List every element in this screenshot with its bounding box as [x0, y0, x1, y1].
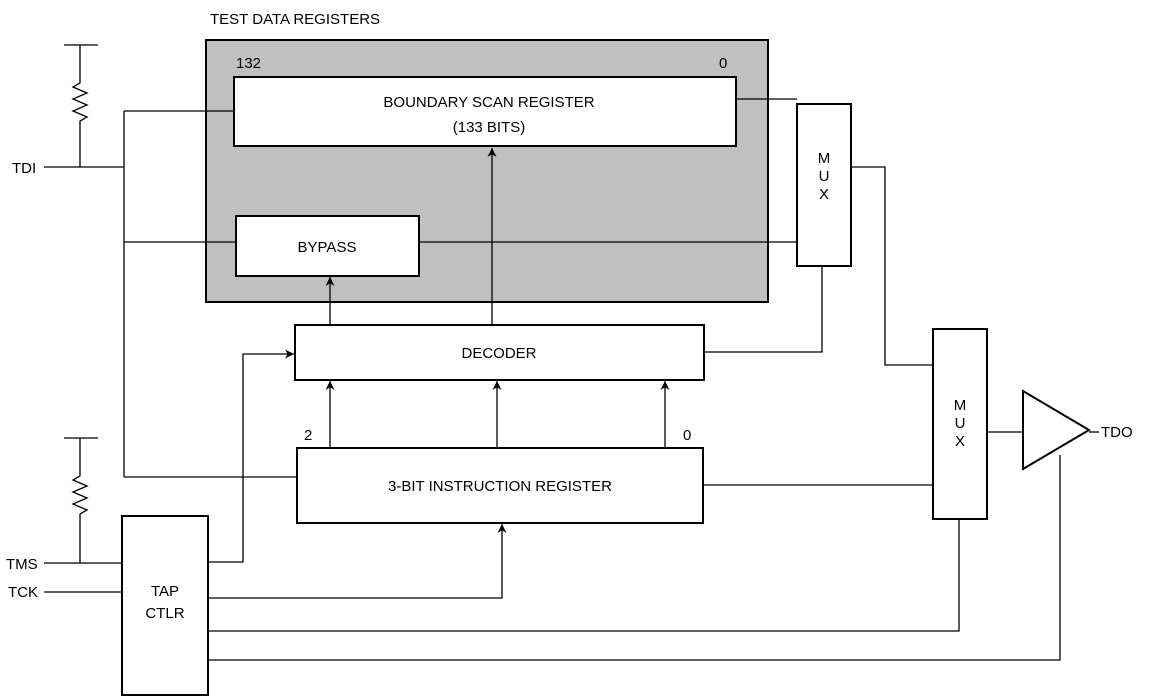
- instruction-register-lsb: 0: [683, 427, 691, 444]
- signal-wires: [44, 98, 1099, 661]
- mux-2-letter-2: U: [955, 415, 966, 432]
- boundary-scan-label: BOUNDARY SCAN REGISTER: [383, 94, 594, 111]
- mux-2-letter-3: X: [955, 433, 965, 450]
- tap-controller: [121, 515, 209, 696]
- boundary-scan-bits: (133 BITS): [453, 119, 526, 136]
- tdi-pullup-resistor: [64, 44, 98, 167]
- tms-pullup-resistor: [64, 437, 98, 563]
- bypass-register: [235, 215, 420, 277]
- instruction-register-label: 3-BIT INSTRUCTION REGISTER: [388, 478, 612, 495]
- instruction-register-msb: 2: [304, 427, 312, 444]
- decoder-label: DECODER: [461, 345, 536, 362]
- instruction-register: [296, 447, 704, 524]
- boundary-scan-lsb: 0: [719, 55, 727, 72]
- pin-tdi: TDI: [12, 160, 36, 177]
- bypass-label: BYPASS: [298, 239, 357, 256]
- pin-tdo: TDO: [1101, 424, 1133, 441]
- mux-2: [932, 328, 988, 520]
- mux-1-letter-2: U: [819, 168, 830, 185]
- boundary-scan-msb: 132: [236, 55, 261, 72]
- pin-tms: TMS: [6, 556, 38, 573]
- mux-1-letter-1: M: [818, 150, 831, 167]
- tap-controller-label-2: CTLR: [145, 605, 184, 622]
- tdo-buffer: [1022, 389, 1091, 471]
- boundary-scan-register: [233, 76, 737, 147]
- mux-2-letter-1: M: [954, 397, 967, 414]
- mux-1: [796, 103, 852, 267]
- pin-tck: TCK: [8, 584, 38, 601]
- tap-controller-label-1: TAP: [151, 583, 179, 600]
- test-data-registers-title: TEST DATA REGISTERS: [210, 11, 380, 28]
- control-arrows: [325, 148, 670, 448]
- mux-1-letter-3: X: [819, 186, 829, 203]
